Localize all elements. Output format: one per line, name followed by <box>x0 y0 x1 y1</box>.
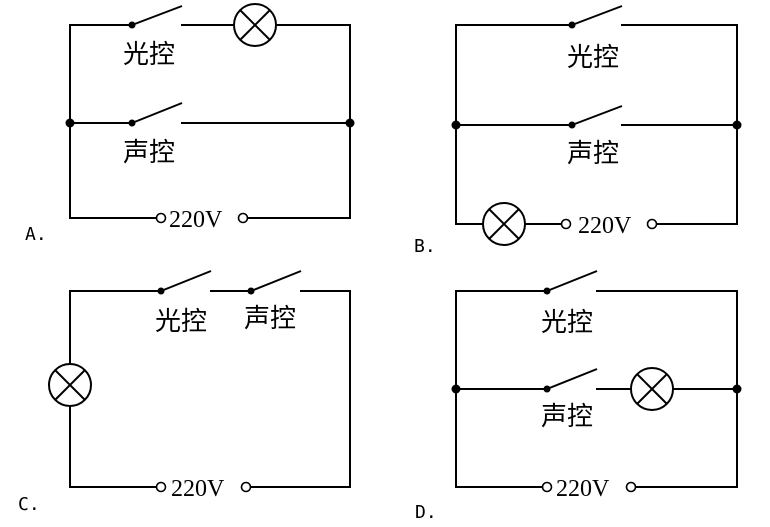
junction-dot <box>65 118 75 128</box>
junction-dot <box>451 384 461 394</box>
voltage-label: 220V <box>556 476 610 502</box>
junction-dot <box>732 384 742 394</box>
wire <box>69 24 158 219</box>
light-control-label: 光控 <box>567 43 619 73</box>
voltage-label: 220V <box>171 476 225 502</box>
lamp-icon <box>630 367 674 411</box>
supply-terminal <box>240 481 252 493</box>
light-control-switch <box>568 5 623 29</box>
circuit-d: 光控 声控 220V D. <box>415 270 742 523</box>
option-label-b: B. <box>414 236 436 257</box>
sound-control-switch <box>543 368 598 393</box>
option-label-d: D. <box>415 502 437 523</box>
light-control-switch <box>157 270 212 295</box>
junction-dot <box>451 120 461 130</box>
voltage-label: 220V <box>578 213 632 239</box>
lamp-icon <box>482 202 526 246</box>
circuit-a: 光控 声控 220V A. <box>25 3 355 245</box>
supply-terminal <box>155 481 167 493</box>
sound-control-label: 声控 <box>567 139 619 169</box>
light-control-label: 光控 <box>155 307 207 337</box>
light-control-switch <box>128 5 183 29</box>
option-label-c: C. <box>18 494 40 515</box>
circuit-c: 光控 声控 220V C. <box>18 270 351 515</box>
supply-terminal <box>237 212 249 224</box>
supply-terminal <box>541 481 553 493</box>
sound-control-switch <box>128 102 183 127</box>
wire <box>455 290 548 488</box>
junction-dot <box>345 118 355 128</box>
sound-control-switch <box>247 270 302 295</box>
lamp-icon <box>48 363 92 407</box>
light-control-label: 光控 <box>123 40 175 70</box>
light-control-switch <box>543 270 598 295</box>
junction-dot <box>732 120 742 130</box>
supply-terminal <box>560 218 572 230</box>
supply-terminal <box>646 218 658 230</box>
sound-control-label: 声控 <box>541 402 593 432</box>
supply-terminal <box>155 212 167 224</box>
wire <box>246 24 351 219</box>
circuit-b: 光控 声控 220V B. <box>414 5 742 257</box>
sound-control-label: 声控 <box>123 138 175 168</box>
light-control-label: 光控 <box>541 308 593 338</box>
wire <box>69 405 158 488</box>
option-label-a: A. <box>25 224 47 245</box>
sound-control-switch <box>568 105 623 129</box>
sound-control-label: 声控 <box>244 304 296 334</box>
supply-terminal <box>625 481 637 493</box>
wire <box>69 290 162 365</box>
lamp-icon <box>233 3 277 47</box>
voltage-label: 220V <box>169 207 223 233</box>
wire <box>249 290 351 488</box>
